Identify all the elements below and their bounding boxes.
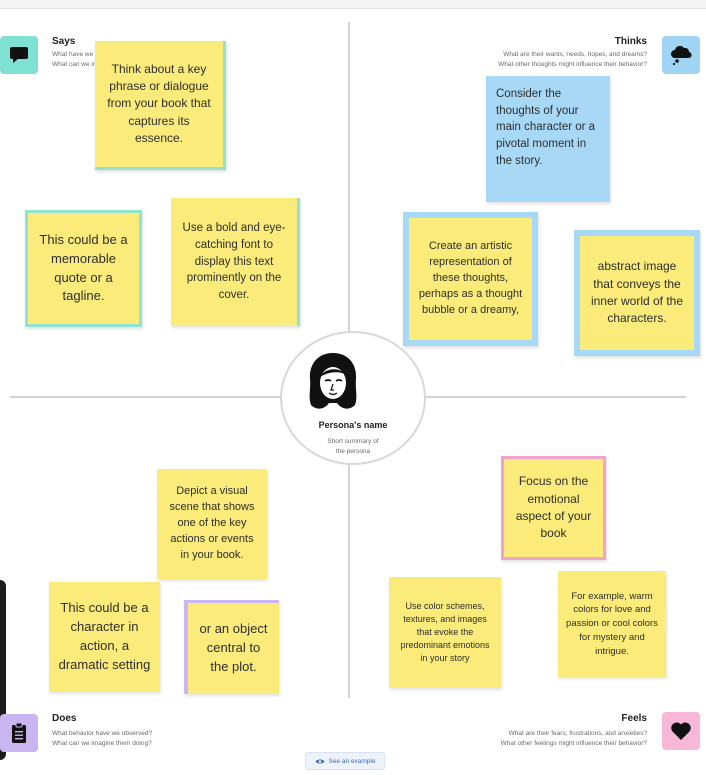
sticky-note-feels-2[interactable]: Use color schemes, textures, and images … [389,577,501,688]
speech-bubble-icon [0,36,38,74]
does-title: Does [52,713,77,724]
feels-desc-2: What other feelings might influence thei… [500,740,647,747]
persona-summary-line-2: the persona [335,448,371,455]
persona-summary[interactable]: Short summary of the persona [300,437,406,457]
feels-title: Feels [621,713,647,724]
canvas-top-edge [0,0,706,9]
side-panel-edge[interactable] [0,580,6,760]
says-title: Says [52,36,76,47]
sticky-note-does-2[interactable]: This could be a character in action, a d… [49,582,160,692]
see-example-button[interactable]: See an example [305,752,385,770]
sticky-note-says-3[interactable]: Use a bold and eye-catching font to disp… [171,198,300,326]
thinks-desc-1: What are their wants, needs, hopes, and … [503,51,647,58]
thinks-desc-2: What other thoughts might influence thei… [498,61,647,68]
thinks-title: Thinks [614,36,647,47]
sticky-note-thinks-2[interactable]: Create an artistic representation of the… [403,212,538,346]
feels-desc-1: What are their fears, frustrations, and … [508,730,647,737]
sticky-note-says-2[interactable]: This could be a memorable quote or a tag… [25,210,142,327]
heart-icon [662,712,700,750]
persona-avatar [309,353,357,409]
sticky-note-does-3[interactable]: or an object central to the plot. [184,600,279,694]
eye-icon [315,758,324,764]
see-example-label: See an example [328,757,376,765]
clipboard-icon [0,714,38,752]
sticky-note-thinks-1[interactable]: Consider the thoughts of your main chara… [486,76,610,202]
persona-summary-line-1: Short summary of [327,438,379,445]
sticky-note-says-1[interactable]: Think about a key phrase or dialogue fro… [95,41,226,170]
persona-name[interactable]: Persona's name [318,420,388,430]
does-desc-2: What can we imagine them doing? [52,740,152,747]
sticky-note-thinks-3[interactable]: abstract image that conveys the inner wo… [574,230,700,356]
sticky-note-feels-1[interactable]: Focus on the emotional aspect of your bo… [501,456,606,560]
sticky-note-does-1[interactable]: Depict a visual scene that shows one of … [157,469,267,579]
sticky-note-feels-3[interactable]: For example, warm colors for love and pa… [558,571,666,677]
does-desc-1: What behavior have we observed? [52,730,153,737]
thought-cloud-icon [662,36,700,74]
